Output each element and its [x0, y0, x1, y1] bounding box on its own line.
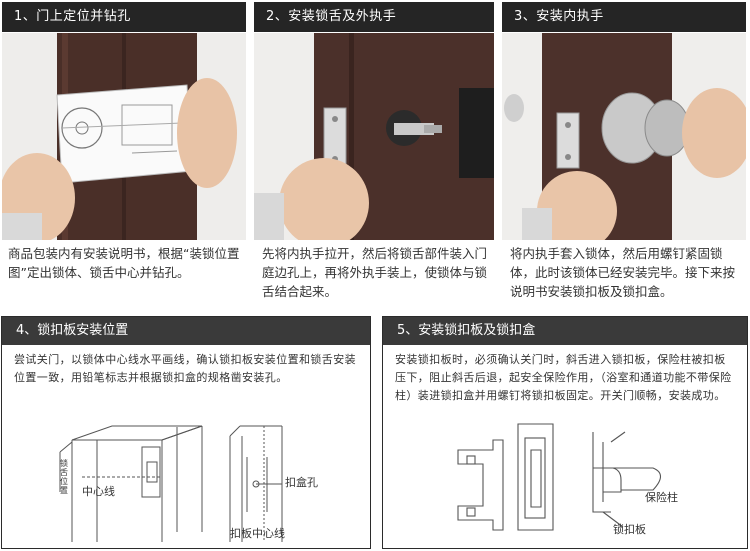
safety-pin-label: 保险柱 — [645, 491, 678, 504]
step-1-caption: 商品包装内有安装说明书，根据“装锁位置图”定出锁体、锁舌中心并钻孔。 — [8, 246, 240, 280]
step-3-header: 3、安装内执手 — [502, 2, 746, 32]
latch-install-illustration — [254, 33, 494, 240]
step-2-caption: 先将内执手拉开，然后将锁舌部件装入门庭边孔上，再将外执手装上，使锁体与锁舌结合起… — [262, 246, 488, 299]
step-1-photo — [2, 33, 246, 240]
strike-plate-diagram — [457, 423, 662, 531]
step-2-title: 2、安装锁舌及外执手 — [266, 9, 397, 24]
panel-4-title: 4、锁扣板安装位置 — [2, 317, 370, 345]
step-3-title: 3、安装内执手 — [514, 9, 604, 24]
panel-5-text: 安装锁扣板时，必须确认关门时，斜舌进入锁扣板，保险柱被扣板压下，阻止斜舌后退，起… — [395, 353, 732, 402]
step-1-title: 1、门上定位并钻孔 — [14, 9, 131, 24]
strike-plate-label: 锁扣板 — [613, 523, 646, 536]
step-1-header: 1、门上定位并钻孔 — [2, 2, 246, 32]
step-3-caption: 将内执手套入锁体，然后用螺钉紧固锁体，此时该锁体已经安装完毕。接下来按说明书安装… — [510, 246, 736, 299]
panel-4-text: 尝试关门，以锁体中心线水平画线，确认锁扣板安装位置和锁舌安装位置一致，用铅笔标志… — [14, 353, 356, 384]
step-2-photo — [254, 33, 494, 240]
strike-install-panel: 5、安装锁扣板及锁扣盒 安装锁扣板时，必须确认关门时，斜舌进入锁扣板，保险柱被扣… — [382, 316, 748, 549]
vertical-position-label: 锁舌位置 — [60, 459, 68, 495]
step-3-photo — [502, 33, 746, 240]
center-line-label: 中心线 — [82, 485, 115, 498]
step-2-header: 2、安装锁舌及外执手 — [254, 2, 494, 32]
door-template-illustration — [2, 33, 246, 240]
box-hole-label: 扣盒孔 — [285, 476, 318, 489]
plate-center-line-label: 扣板中心线 — [230, 527, 285, 540]
strike-position-panel: 4、锁扣板安装位置 尝试关门，以锁体中心线水平画线，确认锁扣板安装位置和锁舌安装… — [1, 316, 371, 549]
panel-5-title: 5、安装锁扣板及锁扣盒 — [383, 317, 747, 345]
strike-position-diagram — [59, 425, 283, 542]
inner-knob-illustration — [502, 33, 746, 240]
